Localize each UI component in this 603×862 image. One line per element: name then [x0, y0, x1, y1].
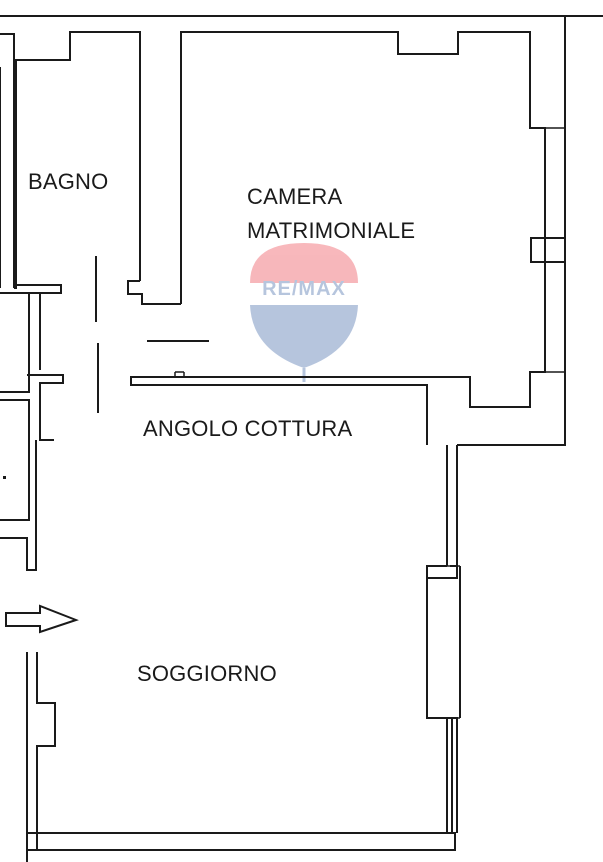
room-label-angolo-cottura: ANGOLO COTTURA — [143, 416, 353, 441]
arrow-right-icon — [5, 604, 79, 634]
remax-logo-text: RE/MAX — [262, 278, 346, 300]
remax-balloon-watermark: RE/MAX — [250, 243, 358, 382]
room-label-bagno: BAGNO — [28, 169, 109, 194]
room-label-matrimoniale: MATRIMONIALE — [247, 218, 416, 243]
room-label-soggiorno: SOGGIORNO — [137, 661, 277, 686]
room-label-camera: CAMERA — [247, 184, 343, 209]
